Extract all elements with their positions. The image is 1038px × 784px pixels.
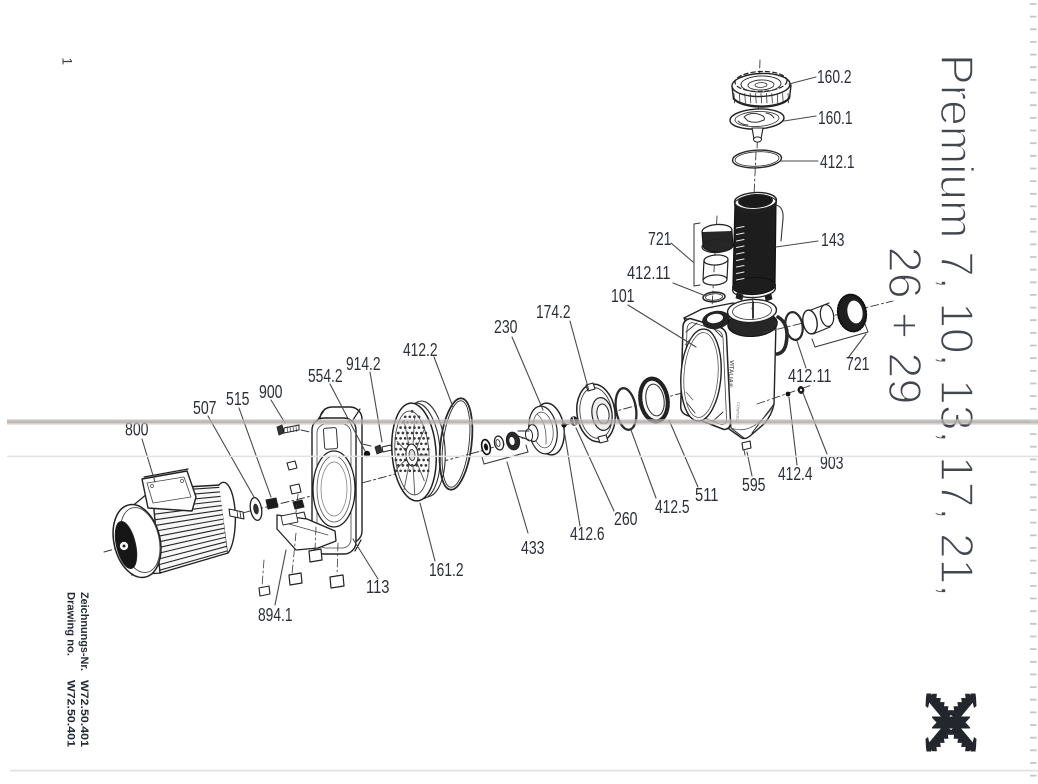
svg-text:721: 721 — [648, 229, 672, 249]
svg-text:515: 515 — [226, 389, 250, 409]
svg-text:412.4: 412.4 — [778, 464, 813, 484]
svg-text:Premium 7, 10, 13, 17, 21,: Premium 7, 10, 13, 17, 21, — [931, 54, 983, 597]
svg-text:900: 900 — [259, 382, 283, 402]
svg-text:433: 433 — [521, 538, 545, 558]
svg-text:W72.50.401: W72.50.401 — [78, 680, 90, 747]
svg-text:230: 230 — [494, 317, 518, 337]
svg-text:W72.50.401: W72.50.401 — [65, 680, 77, 747]
svg-text:VITALIA®: VITALIA® — [727, 360, 735, 388]
svg-text:113: 113 — [366, 577, 390, 597]
svg-text:412.11: 412.11 — [788, 366, 832, 386]
svg-text:914.2: 914.2 — [346, 354, 381, 374]
svg-text:174.2: 174.2 — [536, 302, 571, 322]
svg-text:412.5: 412.5 — [655, 497, 690, 517]
svg-text:101: 101 — [611, 286, 635, 306]
svg-text:26 + 29: 26 + 29 — [879, 247, 931, 405]
svg-text:412.1: 412.1 — [820, 152, 855, 172]
svg-text:721: 721 — [846, 354, 870, 374]
svg-text:160.1: 160.1 — [818, 108, 853, 128]
svg-text:412.6: 412.6 — [570, 524, 605, 544]
svg-text:1: 1 — [60, 58, 75, 66]
svg-text:894.1: 894.1 — [258, 605, 293, 625]
svg-text:Drawing no.: Drawing no. — [65, 592, 77, 656]
svg-text:COMPOOL: COMPOOL — [735, 402, 741, 423]
svg-text:412.11: 412.11 — [627, 263, 671, 283]
svg-text:161.2: 161.2 — [429, 560, 464, 580]
svg-text:160.2: 160.2 — [817, 67, 852, 87]
svg-text:903: 903 — [820, 453, 844, 473]
svg-text:554.2: 554.2 — [308, 366, 343, 386]
svg-text:595: 595 — [742, 475, 766, 495]
svg-text:Zeichnungs-Nr.: Zeichnungs-Nr. — [78, 592, 90, 671]
svg-text:412.2: 412.2 — [403, 340, 438, 360]
svg-text:511: 511 — [695, 485, 719, 505]
svg-text:143: 143 — [821, 230, 845, 250]
svg-text:260: 260 — [614, 509, 638, 529]
svg-text:507: 507 — [193, 398, 217, 418]
